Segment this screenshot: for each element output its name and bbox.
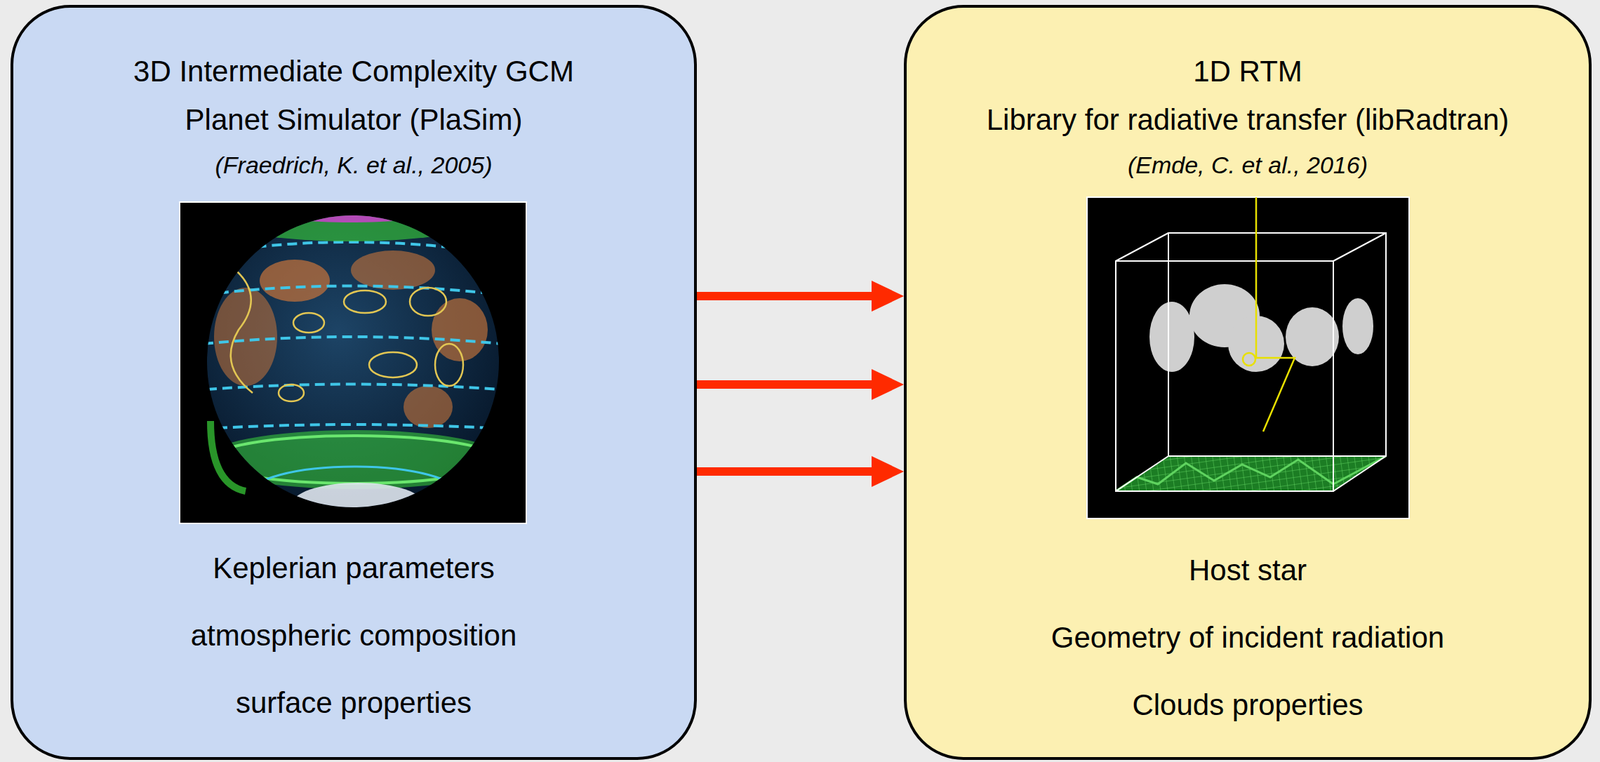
heading-text: Library for radiative transfer (libRadtr… [906,103,1589,137]
flow-arrow [696,369,904,400]
property-label: Geometry of incident radiation [906,621,1589,655]
model-box: 3D Intermediate Complexity GCM Planet Sim… [10,4,697,760]
citation-text: (Emde, C. et al., 2016) [906,151,1589,179]
property-label: Host star [906,553,1589,588]
property-label: surface properties [13,686,695,720]
property-label: Keplerian parameters [13,551,695,586]
model-box: 1D RTM Library for radiative transfer (li… [903,4,1592,760]
flow-arrow [696,280,904,312]
arrow-head [871,456,904,488]
citation-text: (Fraedrich, K. et al., 2005) [13,151,695,179]
globe-illustration [179,202,527,528]
arrow-shaft [696,291,876,301]
rtm-illustration [1087,197,1410,519]
heading-text: 1D RTM [906,54,1589,89]
arrow-shaft [696,467,876,476]
flow-arrow [696,456,904,488]
property-label: atmospheric composition [13,618,695,653]
arrow-head [871,369,904,400]
property-label: Clouds properties [906,688,1589,723]
arrow-head [871,280,904,312]
heading-text: 3D Intermediate Complexity GCM [13,54,695,89]
heading-text: Planet Simulator (PlaSim) [13,103,695,137]
arrow-shaft [696,380,876,389]
